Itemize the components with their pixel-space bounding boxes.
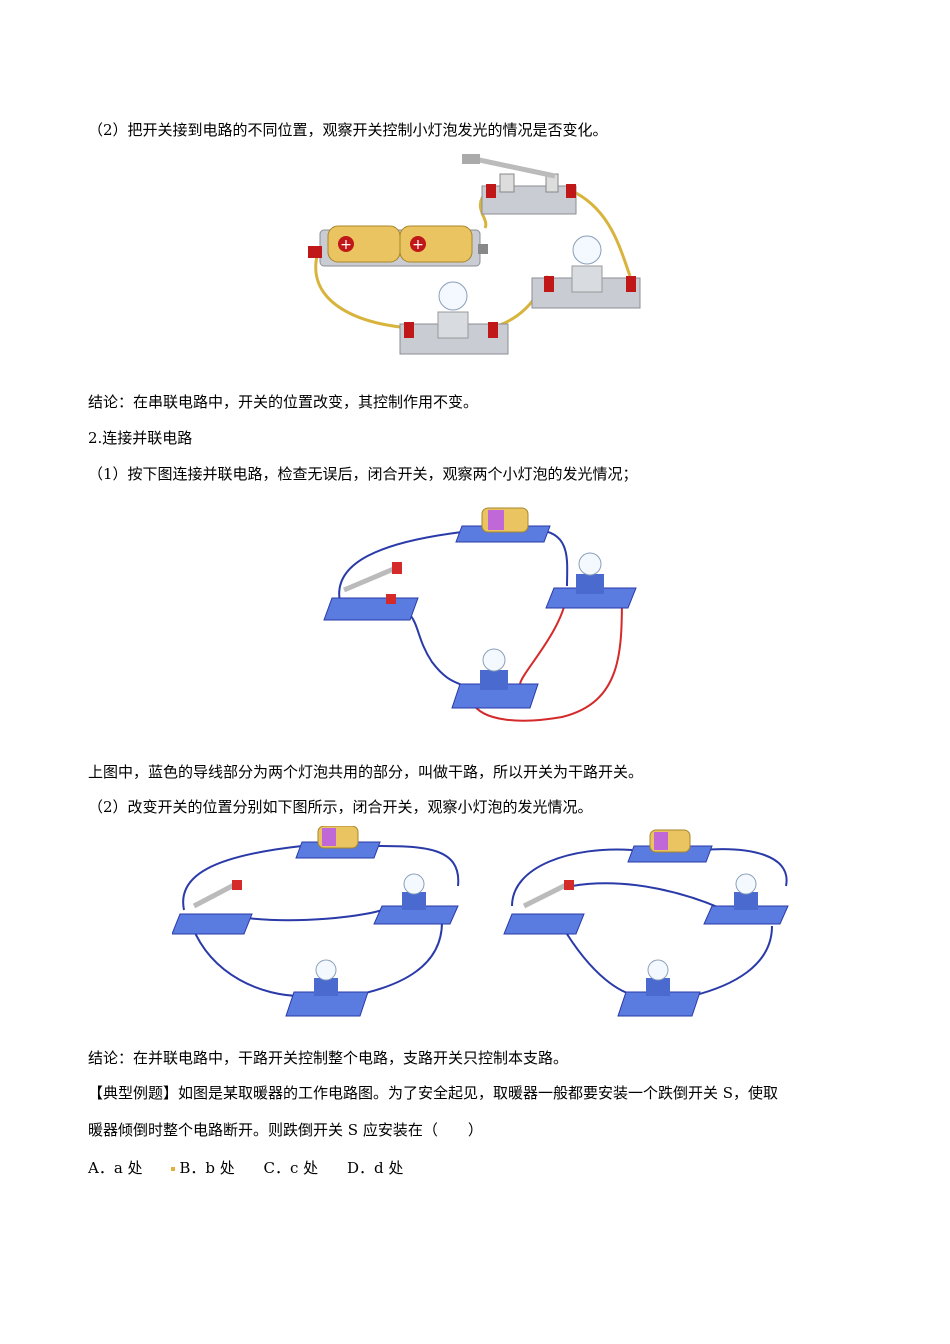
battery-left (295, 826, 381, 859)
battery-holder-blue (455, 507, 551, 543)
parallel-circuit-figure (323, 507, 637, 722)
paragraph-series-switch-step: （2）把开关接到电路的不同位置，观察开关控制小灯泡发光的情况是否变化。 (88, 121, 608, 139)
paragraph-series-conclusion: 结论：在串联电路中，开关的位置改变，其控制作用不变。 (88, 393, 479, 411)
option-b: B．b 处 (179, 1159, 235, 1177)
option-a: A．a 处 (88, 1159, 143, 1177)
bulb-holder-bottom (399, 281, 509, 355)
battery-right (627, 829, 713, 863)
switch-left (172, 880, 253, 935)
option-d: D．d 处 (346, 1159, 404, 1177)
bulb-left-bottom (285, 959, 369, 1017)
plus-icon: + (340, 237, 352, 253)
paragraph-parallel-conclusion: 结论：在并联电路中，干路开关控制整个电路，支路开关只控制本支路。 (88, 1049, 569, 1067)
paragraph-example-question-2: 暖器倾倒时整个电路断开。则跌倒开关 S 应安装在（ ） (88, 1121, 483, 1139)
switch-blue (323, 562, 419, 621)
paragraph-main-line-explanation: 上图中，蓝色的导线部分为两个灯泡共用的部分，叫做干路，所以开关为干路开关。 (88, 763, 644, 781)
paragraph-parallel-step-1: （1）按下图连接并联电路，检查无误后，闭合开关，观察两个小灯泡的发光情况； (88, 465, 638, 483)
bulb-right-right (703, 873, 789, 925)
option-b-wrap: B．b 处 (171, 1158, 235, 1178)
knife-switch (462, 154, 577, 215)
plus-icon: + (412, 237, 424, 253)
bulb-blue-right (545, 552, 637, 609)
battery-holder: + + (308, 225, 488, 267)
option-c: C．c 处 (263, 1159, 319, 1177)
heading-parallel-circuit: 2.连接并联电路 (88, 429, 193, 447)
paragraph-parallel-step-2: （2）改变开关的位置分别如下图所示，闭合开关，观察小灯泡的发光情况。 (88, 798, 593, 816)
bulb-blue-bottom (451, 648, 539, 709)
paragraph-example-question-1: 【典型例题】如图是某取暖器的工作电路图。为了安全起见，取暖器一般都要安装一个跌倒… (88, 1084, 779, 1102)
answer-options: A．a 处 B．b 处 C．c 处 D．d 处 (88, 1158, 427, 1178)
bulb-right-bottom (617, 959, 701, 1017)
switch-right (503, 880, 585, 935)
bulb-left-right (373, 873, 459, 925)
bulb-holder-right (531, 235, 641, 309)
series-circuit-figure: + + (308, 154, 641, 355)
parallel-switch-variants-figure (172, 826, 789, 1017)
marker-dot-icon (171, 1167, 176, 1171)
